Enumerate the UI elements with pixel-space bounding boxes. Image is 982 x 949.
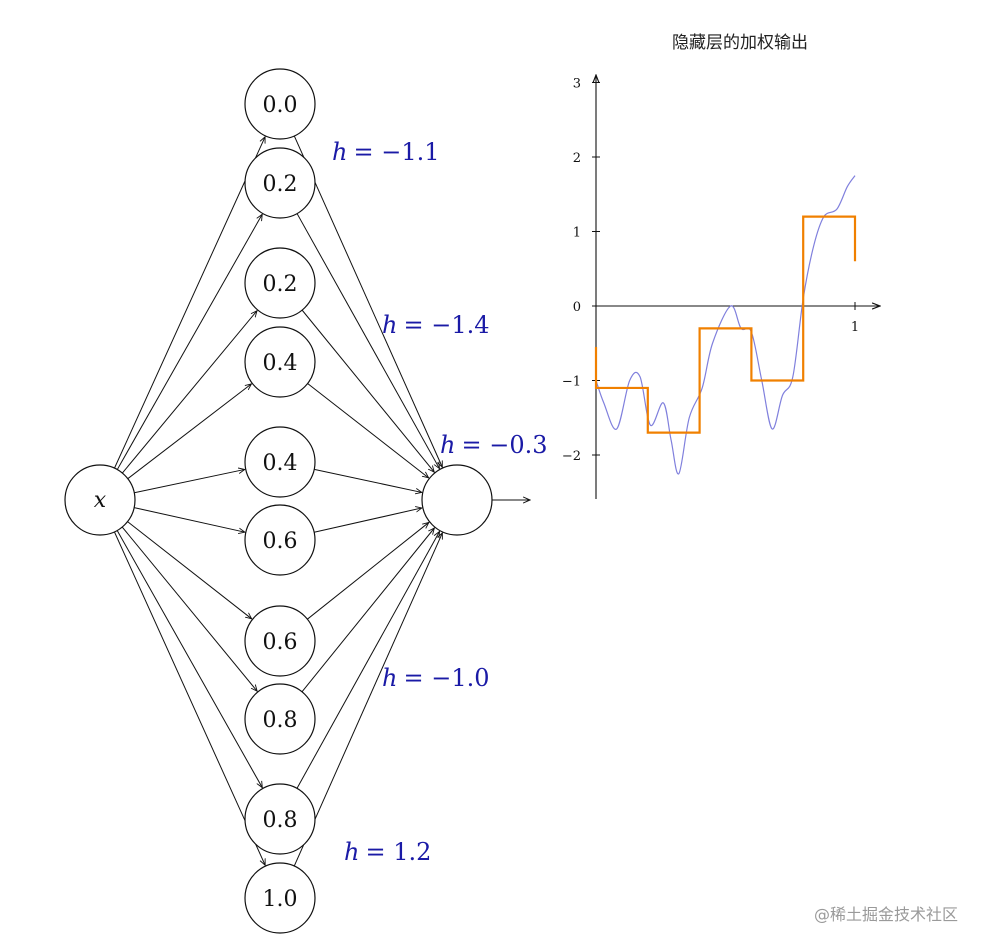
weight-label-2: h= −1.4 — [382, 311, 489, 339]
hidden-node-9: 0.8 — [244, 783, 316, 855]
neural-network-diagram: x 0.0 0.2 0.2 0.4 0.4 0.6 0.6 0.8 0.8 1.0 h= −1.1… — [64, 68, 547, 934]
hidden-node-label: 0.2 — [263, 272, 298, 297]
network-nodes: x 0.0 0.2 0.2 0.4 0.4 0.6 0.6 0.8 0.8 1.0 — [64, 68, 530, 934]
input-edge-8 — [121, 526, 257, 691]
hidden-node-label: 0.6 — [263, 630, 298, 655]
x-ticks: 1 — [851, 302, 859, 335]
weight-label-3: h= −0.3 — [440, 431, 547, 459]
hidden-node-label: 0.6 — [263, 529, 298, 554]
input-node: x — [64, 464, 136, 536]
input-edge-1 — [114, 137, 265, 469]
y-ticks: 3 2 1 0 −1 −2 — [562, 77, 600, 464]
hidden-node-label: 0.4 — [263, 451, 298, 476]
output-edge-1 — [293, 135, 442, 467]
output-edge-10 — [293, 533, 443, 867]
output-node — [421, 464, 493, 536]
input-edge-4 — [127, 384, 252, 480]
input-edge-5 — [134, 469, 245, 494]
hidden-node-label: 0.4 — [263, 351, 298, 376]
weight-labels: h= −1.1 h= −1.4 h= −0.3 h= −1.0 h= 1.2 — [332, 138, 547, 866]
weight-label-1: h= −1.1 — [332, 138, 439, 166]
y-tick-label: −2 — [562, 449, 581, 464]
hidden-node-label: 1.0 — [263, 887, 298, 912]
hidden-node-2: 0.2 — [244, 147, 316, 219]
output-edge-5 — [314, 468, 422, 492]
output-edge-3 — [301, 309, 434, 472]
hidden-node-label: 0.2 — [263, 172, 298, 197]
hidden-node-8: 0.8 — [244, 683, 316, 755]
input-node-label: x — [94, 488, 107, 513]
weight-label-4: h= −1.0 — [382, 664, 489, 692]
output-edge-6 — [314, 508, 422, 533]
y-tick-label: 2 — [573, 151, 581, 166]
y-tick-label: −1 — [562, 375, 581, 390]
input-edge-3 — [121, 311, 257, 474]
output-edge-7 — [307, 522, 428, 620]
input-edge-2 — [116, 214, 262, 470]
output-edge-9 — [296, 531, 440, 789]
hidden-node-label: 0.0 — [263, 93, 298, 118]
hidden-node-3: 0.2 — [244, 247, 316, 319]
hidden-node-4: 0.4 — [244, 326, 316, 398]
network-edges — [113, 135, 443, 867]
hidden-node-7: 0.6 — [244, 605, 316, 677]
y-tick-label: 0 — [573, 300, 581, 315]
input-edge-6 — [134, 507, 245, 533]
watermark: @稀土掘金技术社区 — [814, 905, 958, 924]
x-tick-label: 1 — [851, 320, 859, 335]
hidden-node-label: 0.8 — [263, 808, 298, 833]
chart-title: 隐藏层的加权输出 — [672, 33, 808, 53]
weighted-output-chart: 隐藏层的加权输出 3 2 1 0 −1 −2 1 — [562, 33, 880, 499]
hidden-node-6: 0.6 — [244, 504, 316, 576]
y-tick-label: 1 — [573, 226, 581, 241]
input-edge-9 — [116, 530, 262, 787]
output-edge-2 — [296, 213, 439, 469]
chart-series — [594, 175, 857, 475]
hidden-node-10: 1.0 — [244, 862, 316, 934]
input-edge-10 — [113, 531, 265, 865]
input-edge-7 — [127, 521, 252, 619]
hidden-node-label: 0.8 — [263, 708, 298, 733]
hidden-node-1: 0.0 — [244, 68, 316, 140]
weight-label-5: h= 1.2 — [344, 838, 431, 866]
y-tick-label: 3 — [573, 77, 581, 92]
weighted-output-step-line — [594, 215, 857, 434]
output-edge-4 — [307, 383, 429, 478]
output-edge-8 — [301, 528, 434, 693]
target-function-curve — [595, 175, 856, 475]
hidden-node-5: 0.4 — [244, 426, 316, 498]
